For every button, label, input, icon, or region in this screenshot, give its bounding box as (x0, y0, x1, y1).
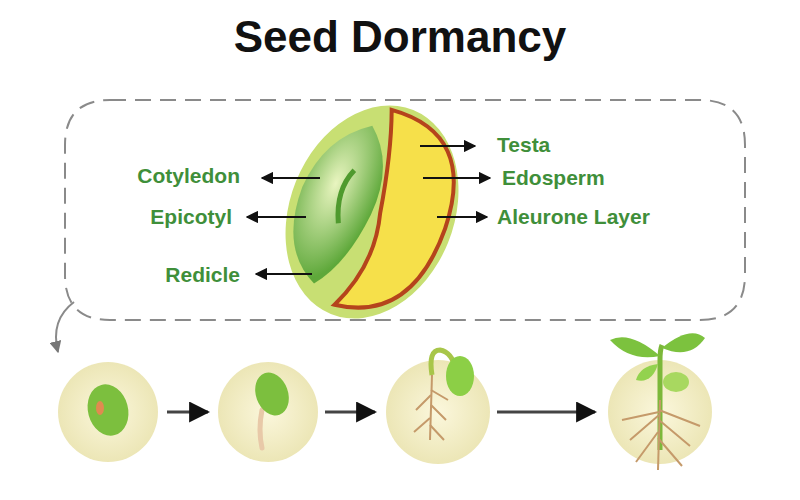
stage-arrows (167, 411, 595, 414)
diagram-title: Seed Dormancy (0, 12, 800, 62)
leader-arrows (247, 146, 490, 274)
part-label: Epicotyl (150, 205, 232, 229)
part-label: Aleurone Layer (497, 205, 650, 229)
part-label: Redicle (165, 263, 240, 287)
part-label: Edosperm (502, 166, 605, 190)
seed-section (255, 79, 489, 344)
germination-stages (58, 333, 712, 470)
part-label: Testa (497, 133, 550, 157)
part-label: Cotyledon (137, 164, 240, 188)
bubble-tail (56, 302, 74, 352)
